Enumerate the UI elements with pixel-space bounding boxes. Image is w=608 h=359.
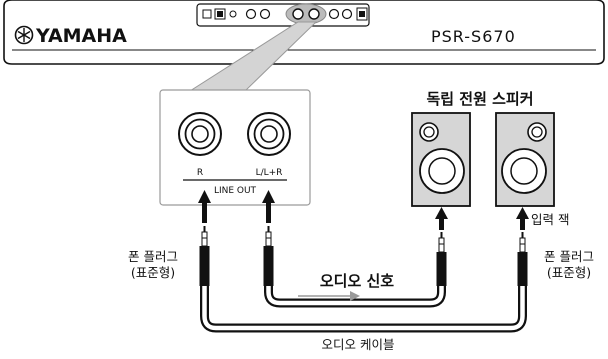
jack-l-icon	[247, 112, 291, 156]
jack-closeup: R L/L+R LINE OUT	[178, 112, 291, 196]
arrow-up-icon	[198, 190, 211, 223]
phone-plug-right-label-line2: (표준형)	[547, 265, 591, 280]
jack-r-label: R	[197, 168, 203, 178]
audio-cable-inner-core	[266, 279, 444, 306]
brand-name: YAMAHA	[35, 25, 127, 47]
audio-cable-label: 오디오 케이블	[322, 337, 395, 352]
phone-plug-left-label-line1: 폰 플러그	[128, 249, 178, 264]
jack-l-label: L/L+R	[256, 168, 283, 178]
jack-strip	[196, 3, 370, 27]
arrow-up-icon	[435, 207, 448, 230]
yamaha-logo-icon	[14, 25, 34, 45]
audio-cable-outer-core	[202, 279, 525, 331]
audio-signal-label: 오디오 신호	[320, 272, 394, 290]
speakers-title: 독립 전원 스피커	[426, 90, 533, 108]
model-name: PSR-S670	[431, 27, 516, 46]
phone-plug-right-label-line1: 폰 플러그	[544, 249, 594, 264]
speaker-left-icon	[411, 112, 471, 207]
phone-plug-icon	[436, 232, 447, 286]
arrow-up-icon	[516, 207, 529, 230]
phone-plug-icon	[263, 226, 274, 286]
speaker-right-icon	[495, 112, 555, 207]
phone-plug-icon	[517, 232, 528, 286]
phone-plug-icon	[199, 226, 210, 286]
signal-arrow-icon	[298, 291, 360, 301]
phone-plug-left-label-line2: (표준형)	[131, 265, 175, 280]
jack-r-icon	[178, 112, 222, 156]
line-out-label: LINE OUT	[214, 186, 257, 196]
arrow-up-icon	[262, 190, 275, 223]
input-jack-label: 입력 잭	[531, 212, 569, 227]
